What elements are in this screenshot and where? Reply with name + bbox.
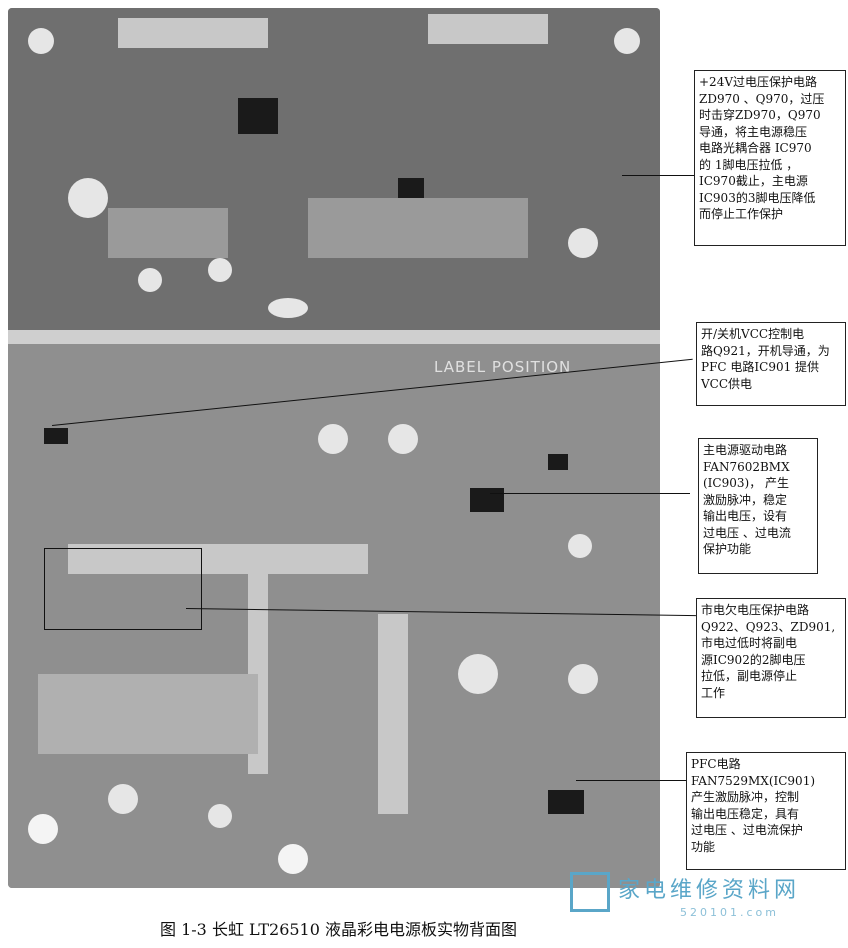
leader-line-pfc <box>576 780 686 782</box>
callout-vcc-text: 开/关机VCC控制电 路Q921，开机导通，为 PFC 电路IC901 提供 V… <box>701 327 830 391</box>
callout-main-power: 主电源驱动电路 FAN7602BMX (IC903)， 产生 激励脉冲，稳定 输… <box>698 438 818 574</box>
pcb-lower-section <box>8 344 660 888</box>
pcb-divider <box>8 330 660 344</box>
figure-caption: 图 1-3 长虹 LT26510 液晶彩电电源板实物背面图 <box>160 920 518 939</box>
callout-pfc-text: PFC电路 FAN7529MX(IC901) 产生激励脉冲，控制 输出电压稳定，… <box>691 757 816 854</box>
callout-ovp24-text: +24V过电压保护电路 ZD970 、Q970，过压 时击穿ZD970，Q970… <box>699 75 825 221</box>
watermark-site-name: 家电维修资料网 <box>618 878 801 903</box>
pcb-photo: LABEL POSITION <box>8 8 660 888</box>
watermark-logo-icon <box>570 872 610 912</box>
watermark-url: 520101.com <box>680 906 779 919</box>
leader-line-ovp24 <box>622 175 694 177</box>
leader-line-main <box>490 493 690 495</box>
callout-mains-undervoltage: 市电欠电压保护电路 Q922、Q923、ZD901, 市电过低时将副电 源IC9… <box>696 598 846 718</box>
callout-vcc: 开/关机VCC控制电 路Q921，开机导通，为 PFC 电路IC901 提供 V… <box>696 322 846 406</box>
callout-ovp24: +24V过电压保护电路 ZD970 、Q970，过压 时击穿ZD970，Q970… <box>694 70 846 246</box>
mains-protection-area-outline <box>44 548 202 630</box>
pcb-upper-section <box>8 8 660 330</box>
label-position-marking: LABEL POSITION <box>434 358 572 376</box>
callout-mains-undervoltage-text: 市电欠电压保护电路 Q922、Q923、ZD901, 市电过低时将副电 源IC9… <box>701 603 836 700</box>
callout-main-power-text: 主电源驱动电路 FAN7602BMX (IC903)， 产生 激励脉冲，稳定 输… <box>703 443 791 556</box>
callout-pfc: PFC电路 FAN7529MX(IC901) 产生激励脉冲，控制 输出电压稳定，… <box>686 752 846 870</box>
